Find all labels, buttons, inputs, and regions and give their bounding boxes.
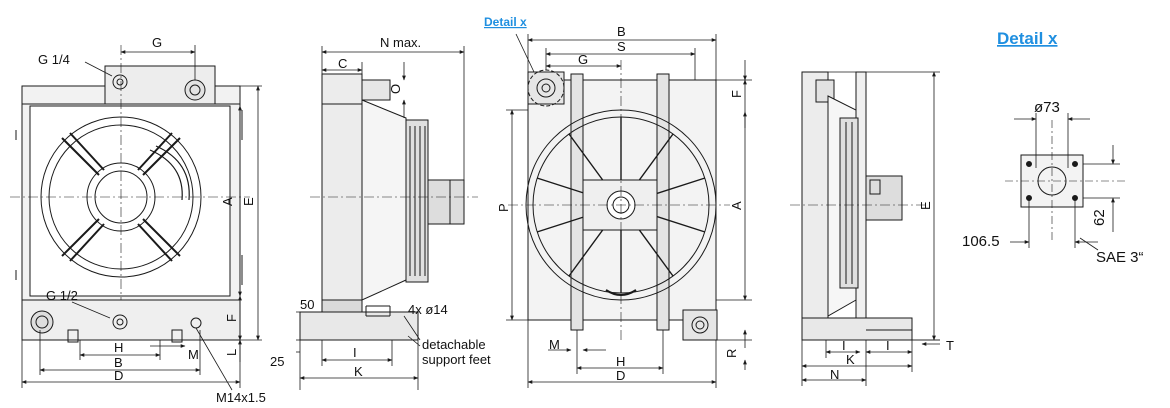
front-dimensions (21, 45, 262, 391)
label-front-a: A (220, 197, 235, 206)
label-front-f: F (224, 314, 239, 322)
frame-bottom-port (682, 309, 718, 341)
label-detail-dia: ø73 (1034, 99, 1060, 116)
label-detail-106: 106.5 (962, 233, 1000, 250)
label-twentyfive: 25 (270, 354, 284, 369)
frame-side-feet (801, 317, 913, 341)
label-frame-g: G (578, 52, 588, 67)
label-frame-h: H (616, 354, 625, 369)
filler-cap (184, 79, 206, 101)
drain-port (30, 310, 54, 334)
side-shroud (361, 99, 407, 301)
label-front-h: H (114, 340, 123, 355)
label-frame-p: P (496, 203, 511, 212)
label-frame-b: B (617, 24, 626, 39)
side-support-feet (299, 311, 419, 341)
label-feet-line1: detachable (422, 337, 486, 352)
label-fifty: 50 (300, 297, 314, 312)
label-feet-line2: support feet (422, 352, 491, 367)
label-frame-s: S (617, 39, 626, 54)
label-front-b: B (114, 355, 123, 370)
label-front-m: M (188, 347, 199, 362)
detail-x-link[interactable]: Detail x (484, 15, 527, 29)
detail-dimensions (1010, 113, 1120, 251)
side-dimensions (296, 46, 465, 390)
frame-side-motor (865, 175, 903, 221)
label-g12: G 1/2 (46, 288, 78, 303)
side-motor (427, 179, 465, 225)
label-side-k: K (354, 364, 363, 379)
label-frame-a: A (729, 201, 744, 210)
label-front-e: E (241, 197, 256, 206)
label-side-o: O (388, 84, 403, 94)
view-front (10, 45, 250, 343)
label-thread: M14x1.5 (216, 390, 266, 405)
frame-side-dimensions (801, 71, 940, 386)
label-detail-sae: SAE 3“ (1096, 249, 1144, 266)
port-g14 (112, 74, 128, 90)
label-side-c: C (338, 56, 347, 71)
front-core (29, 105, 231, 297)
rail-right (656, 73, 670, 331)
detail-x-view (1005, 120, 1125, 240)
label-front-l: L (224, 349, 239, 356)
label-frame-side-i: I (842, 338, 846, 353)
label-detail-62: 62 (1091, 209, 1108, 226)
frame-dimensions (506, 33, 752, 388)
label-frame-d: D (616, 368, 625, 383)
label-frame-m: M (549, 337, 560, 352)
detail-x-title[interactable]: Detail x (997, 29, 1058, 48)
label-frame-side-t: T (946, 338, 954, 353)
label-side-i: I (353, 345, 357, 360)
label-front-d: D (114, 368, 123, 383)
label-g14: G 1/4 (38, 52, 70, 67)
view-frame-side (790, 71, 930, 341)
fan-guard (61, 132, 181, 262)
label-frame-side-n: N (830, 367, 839, 382)
label-front-g: G (152, 35, 162, 50)
label-frame-side-i2: I (886, 338, 890, 353)
frame-side-block (801, 71, 829, 331)
side-cooler-block (321, 73, 363, 331)
view-side (299, 73, 478, 341)
label-frame-r: R (724, 349, 739, 358)
view-frame-front (508, 60, 730, 341)
label-frame-f: F (729, 90, 744, 98)
frame-side-fan (839, 117, 859, 289)
label-n-max: N max. (380, 35, 421, 50)
label-frame-side-k: K (846, 352, 855, 367)
port-g12 (112, 314, 128, 330)
label-frame-side-e: E (918, 201, 933, 210)
label-holes: 4x ø14 (408, 302, 448, 317)
